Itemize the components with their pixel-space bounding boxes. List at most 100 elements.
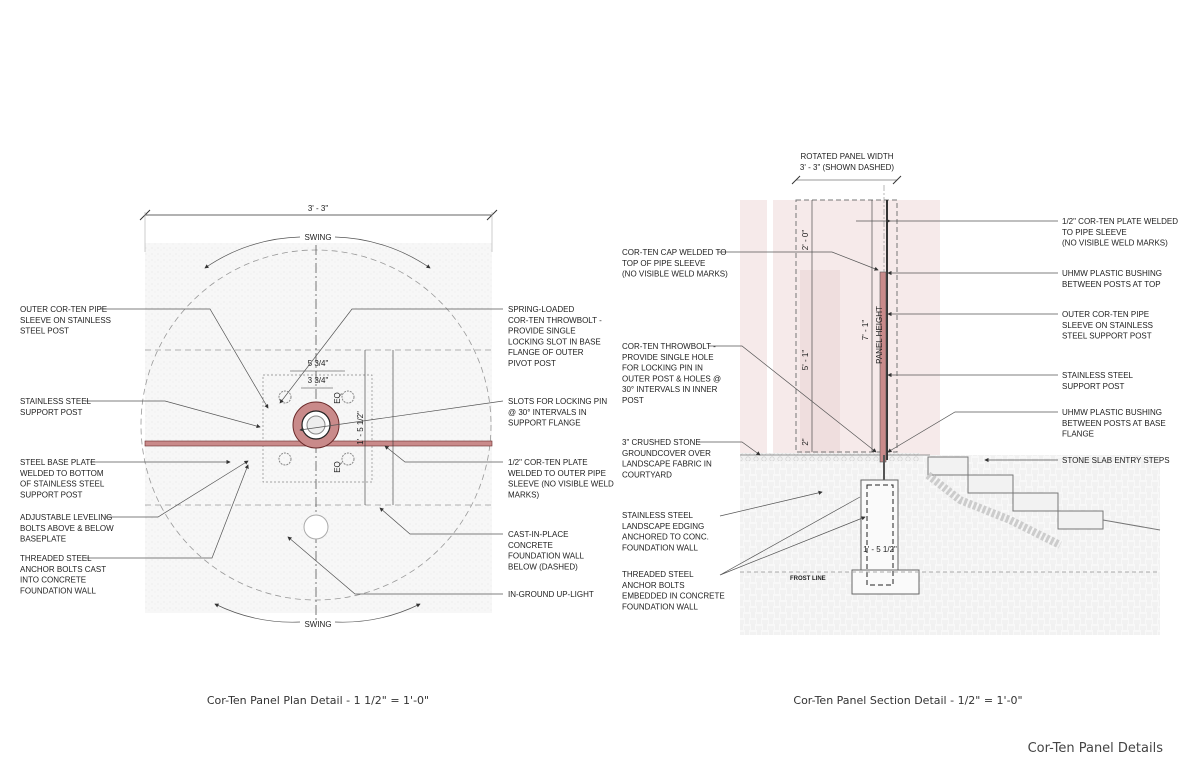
footing-width: 1' - 5 1/2" [863,545,897,554]
callout-line: SUPPORT FLANGE [508,419,581,428]
callout-label: COR-TEN CAP WELDED TO TOP OF PIPE SLEEVE (… [622,248,728,279]
pipe-sleeve [879,271,887,463]
rotated-width-label: ROTATED PANEL WIDTH [800,152,893,161]
callout-line: STEEL SUPPORT POST [1062,332,1152,341]
callout-label: STAINLESS STEEL SUPPORT POST [1062,371,1134,391]
callout-line: SUPPORT POST [1062,382,1125,391]
callout-line: OF STAINLESS STEEL [20,480,105,489]
section-caption: Cor-Ten Panel Section Detail - 1/2" = 1'… [793,694,1022,707]
callout-line: SUPPORT POST [20,490,83,499]
callout-line: COR-TEN THROWBOLT - [622,342,716,351]
callout-line: STAINLESS STEEL [622,511,694,520]
dim-depth: 1' - 5 1/2" [356,411,365,445]
rotated-width-dim: 3' - 3" (SHOWN DASHED) [800,163,894,172]
dim-inner: 3 3/4" [308,376,329,385]
callout-line: FLANGE [1062,430,1094,439]
callout-line: TOP OF PIPE SLEEVE [622,259,705,268]
plan-detail: 3' - 3" SWING SWING 5 3/4" 3 3/4" EQ EQ … [20,204,614,707]
callout-line: COURTYARD [622,470,672,479]
wall-bg [740,200,767,455]
callout-line: BASEPLATE [20,535,66,544]
callout-line: OUTER POST & HOLES @ [622,374,721,383]
callout-line: (NO VISIBLE WELD MARKS) [1062,239,1168,248]
callout-line: FLANGE OF OUTER [508,348,584,357]
plan-caption: Cor-Ten Panel Plan Detail - 1 1/2" = 1'-… [207,694,429,707]
callout-line: THREADED STEEL [20,554,92,563]
callout-line: BETWEEN POSTS AT TOP [1062,280,1161,289]
callout-line: 1/2" COR-TEN PLATE [508,458,588,467]
callout-label: STONE SLAB ENTRY STEPS [1062,456,1170,465]
callout-line: ANCHOR BOLTS [622,581,685,590]
callout-line: 3" CRUSHED STONE [622,438,701,447]
callout-line: OUTER COR-TEN PIPE [1062,310,1149,319]
rotated-panel-outline [795,199,898,453]
rebar [866,484,894,586]
frost-line-label: FROST LINE [790,576,826,582]
callout-line: POST [622,396,644,405]
callout-line: PROVIDE SINGLE HOLE [622,353,714,362]
eq-label: EQ [333,392,342,404]
callout-line: FOUNDATION WALL [508,552,585,561]
callout-line: CONCRETE [508,541,553,550]
callout-line: STAINLESS STEEL [1062,371,1134,380]
swing-label: SWING [304,233,331,242]
anchor-bolt [278,452,292,466]
up-light [303,514,329,540]
stone-steps [925,456,1161,549]
callout-line: IN-GROUND UP-LIGHT [508,590,594,599]
callout-line: EMBEDDED IN CONCRETE [622,592,725,601]
dim-top: 2' - 0" [801,230,810,251]
callout-line: STEEL POST [20,327,69,336]
anchor-bolt [341,390,355,404]
callout-line: SLOTS FOR LOCKING PIN [508,397,607,406]
callout-line: COR-TEN THROWBOLT - [508,316,602,325]
sheet-title: Cor-Ten Panel Details [1028,741,1164,756]
panel-height-label: PANEL HEIGHT [875,306,884,364]
callout-line: LANDSCAPE EDGING [622,522,704,531]
callout-line: SLEEVE ON STAINLESS [1062,321,1153,330]
callout-line: UHMW PLASTIC BUSHING [1062,269,1162,278]
dim-height: 7' - 1" [861,320,870,341]
callout-line: THREADED STEEL [622,570,694,579]
plan-labels-left: OUTER COR-TEN PIPE SLEEVE ON STAINLESS STE… [20,305,114,595]
footing [851,569,920,595]
callout-line: @ 30° INTERVALS IN [508,408,587,417]
callout-label: OUTER COR-TEN PIPE SLEEVE ON STAINLESS STE… [20,305,111,336]
callout-line: SLEEVE ON STAINLESS [20,316,111,325]
callout-line: WELDED TO OUTER PIPE [508,469,606,478]
callout-line: 1/2" COR-TEN PLATE WELDED [1062,217,1178,226]
dim-bottom: 2" [801,438,810,445]
wall-bg [773,200,940,455]
callout-label: UHMW PLASTIC BUSHING BETWEEN POSTS AT TOP [1062,269,1162,289]
callout-line: FOUNDATION WALL [622,602,699,611]
callout-label: 1/2" COR-TEN PLATE WELDED TO PIPE SLEEVE (… [1062,217,1178,248]
callout-line: INTO CONCRETE [20,576,86,585]
callout-line: ANCHOR BOLTS CAST [20,565,106,574]
overall-dimension: 3' - 3" [308,204,329,213]
crushed-stone [740,453,920,461]
callout-line: TO PIPE SLEEVE [1062,228,1127,237]
callout-line: SPRING-LOADED [508,305,574,314]
callout-line: COR-TEN CAP WELDED TO [622,248,726,257]
callout-label: OUTER COR-TEN PIPE SLEEVE ON STAINLESS STE… [1062,310,1153,341]
anchor-bolt [341,452,355,466]
callout-line: OUTER COR-TEN PIPE [20,305,107,314]
callout-line: UHMW PLASTIC BUSHING [1062,408,1162,417]
callout-line: STEEL BASE PLATE [20,458,96,467]
callout-line: (NO VISIBLE WELD MARKS) [622,270,728,279]
callout-label: IN-GROUND UP-LIGHT [508,590,594,599]
callout-line: PIVOT POST [508,359,556,368]
callout-label: THREADED STEEL ANCHOR BOLTS CAST INTO CONC… [20,554,106,595]
callout-line: LANDSCAPE FABRIC IN [622,460,712,469]
eq-label: EQ [333,461,342,473]
section-leaders [698,218,1058,576]
callout-line: ANCHORED TO CONC. [622,533,709,542]
section-labels-right: 1/2" COR-TEN PLATE WELDED TO PIPE SLEEVE (… [1062,217,1178,465]
